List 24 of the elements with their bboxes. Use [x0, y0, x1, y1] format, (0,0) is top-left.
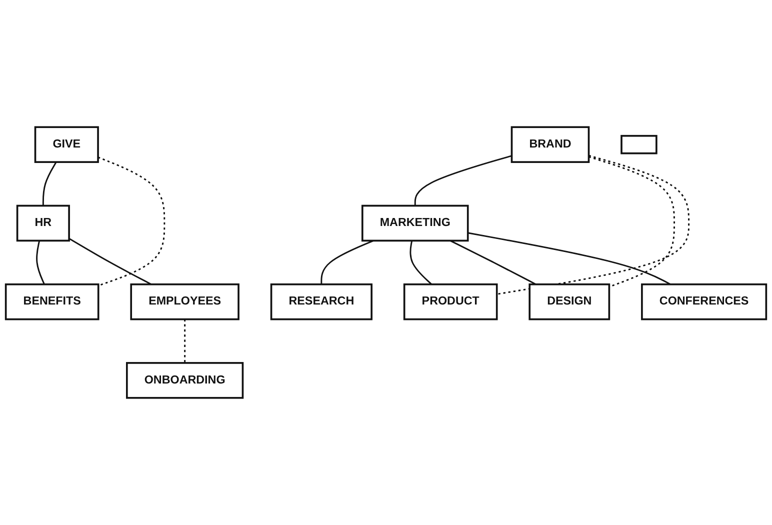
connector: [98, 156, 166, 286]
connector: [468, 232, 671, 285]
node-box: [620, 134, 658, 154]
node-box: EMPLOYEES: [130, 283, 240, 320]
connector: [414, 155, 512, 206]
node-box: ONBOARDING: [126, 362, 244, 399]
connector: [184, 319, 186, 363]
connector: [320, 240, 374, 284]
connector: [588, 156, 675, 288]
node-box: MARKETING: [361, 204, 469, 242]
node-box: RESEARCH: [270, 283, 372, 320]
node-box: PRODUCT: [403, 283, 498, 320]
connector: [496, 154, 690, 295]
connector: [410, 240, 432, 285]
node-box: GIVE: [34, 126, 99, 163]
node-box: BRAND: [510, 126, 590, 163]
connector: [68, 238, 152, 285]
connector: [450, 240, 536, 285]
node-box: CONFERENCES: [641, 283, 768, 320]
node-box: BENEFITS: [4, 283, 100, 320]
node-box: DESIGN: [528, 283, 610, 320]
connector: [36, 240, 45, 285]
node-box: HR: [16, 204, 70, 242]
connector: [42, 162, 57, 206]
